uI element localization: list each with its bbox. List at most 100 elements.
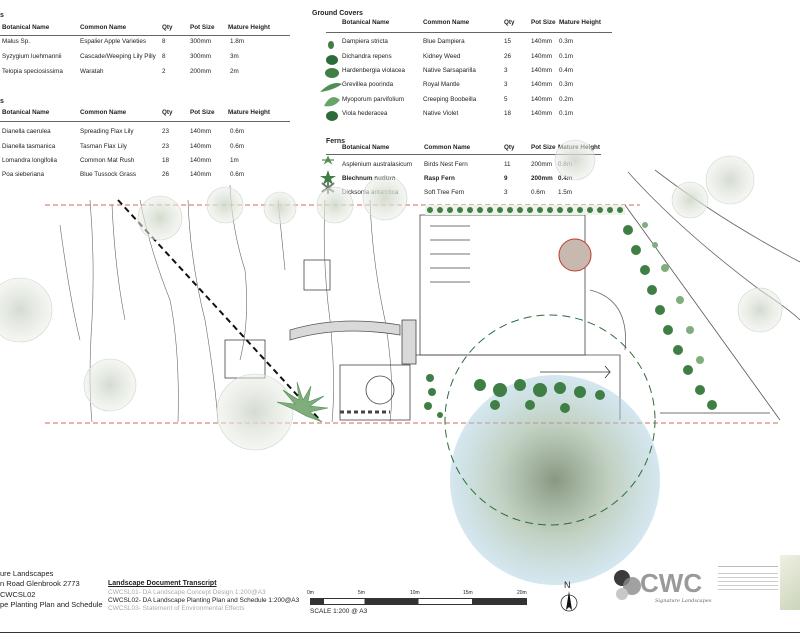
ground-covers-header-rule — [326, 32, 612, 33]
company-name: ure Landscapes — [0, 569, 54, 578]
pot-size: 140mm — [531, 110, 552, 117]
trees-header-rule — [0, 35, 290, 36]
deck — [224, 339, 266, 379]
scale-tick: 20m — [517, 590, 527, 596]
blechnum-icon — [320, 170, 336, 185]
pot-size: 140mm — [190, 157, 211, 164]
ferns-title: Ferns — [326, 138, 346, 145]
trees-header-row: Botanical Name Common Name Qty Pot Size … — [0, 24, 300, 39]
col-height: Mature Height — [228, 109, 270, 116]
common-name: Native Violet — [423, 110, 459, 117]
site-address: n Road Glenbrook 2773 — [0, 579, 80, 588]
cwc-logo-icon — [614, 570, 641, 600]
mature-height: 0.1m — [559, 110, 573, 117]
feature-tree-red — [558, 238, 592, 272]
grasses-schedule: s Botanical Name Common Name Qty Pot Siz… — [0, 96, 300, 186]
col-botanical: Botanical Name — [2, 24, 50, 31]
col-height: Mature Height — [559, 19, 601, 26]
pot-size: 140mm — [190, 128, 211, 135]
table-row: Poa sieberiana Blue Tussock Grass 26 140… — [0, 171, 300, 186]
ferns-header-rule — [326, 154, 601, 155]
myoporum-icon — [324, 97, 340, 107]
drawing-number: CWCSL02 — [0, 590, 36, 599]
mature-height: 0.4m — [559, 67, 573, 74]
common-name: Native Sarsaparilla — [423, 67, 476, 74]
col-qty: Qty — [504, 19, 515, 26]
qty: 26 — [504, 53, 512, 60]
ground-covers-header-row: Botanical Name Common Name Qty Pot Size … — [312, 19, 612, 34]
qty: 18 — [504, 110, 512, 117]
scale-tick: 0m — [307, 590, 314, 596]
feature-tree-canopy — [450, 375, 660, 585]
transcript-heading: Landscape Document Transcript — [108, 580, 217, 587]
common-name: Birds Nest Fern — [424, 161, 468, 168]
dichandra-icon — [326, 55, 338, 65]
pot-size: 200mm — [531, 161, 552, 168]
col-pot: Pot Size — [531, 19, 556, 26]
ground-covers-schedule: Ground Covers Botanical Name Common Name… — [312, 6, 612, 124]
common-name: Tasman Flax Lily — [80, 143, 127, 150]
hardenbergia-icon — [325, 68, 339, 78]
scale-tick: 15m — [463, 590, 473, 596]
pot-size: 140mm — [531, 96, 552, 103]
pot-size: 300mm — [190, 38, 211, 45]
trees-title: s — [0, 12, 4, 19]
pot-size: 300mm — [190, 53, 211, 60]
ground-cover-icons — [320, 41, 342, 121]
transcript-item: CWCSL03- Statement of Environmental Effe… — [108, 605, 245, 612]
house-footprint — [419, 214, 586, 356]
botanical-name: Asplenium australasicum — [342, 161, 412, 168]
qty: 11 — [504, 161, 511, 168]
mature-height: 1.8m — [230, 38, 244, 45]
asplenium-icon — [322, 155, 334, 165]
mature-height: 1.5m — [558, 189, 572, 196]
north-label: N — [564, 580, 571, 590]
qty: 5 — [504, 96, 508, 103]
revision-block — [718, 560, 778, 605]
botanical-name: Dichandra repens — [342, 53, 392, 60]
pot-size: 140mm — [531, 53, 552, 60]
col-botanical: Botanical Name — [342, 19, 390, 26]
botanical-name: Malus Sp. — [2, 38, 30, 45]
scale-label: SCALE 1:200 @ A3 — [310, 608, 368, 615]
botanical-name: Lomandra longifolia — [2, 157, 57, 164]
pot-size: 200mm — [531, 175, 553, 182]
qty: 26 — [162, 171, 170, 178]
col-qty: Qty — [162, 109, 173, 116]
trees-schedule: s Botanical Name Common Name Qty Pot Siz… — [0, 8, 300, 78]
qty: 18 — [162, 157, 170, 164]
common-name: Blue Tussock Grass — [80, 171, 136, 178]
qty: 9 — [504, 175, 508, 182]
scale-bar — [310, 598, 527, 605]
dampiera-icon — [328, 41, 334, 49]
common-name: Royal Mantle — [423, 81, 460, 88]
shed — [303, 259, 331, 291]
contour-lines — [59, 169, 800, 423]
mature-height: 0.6m — [230, 171, 244, 178]
logo-tagline: Signature Landscapes — [655, 598, 712, 604]
logo-wordmark: CWC — [640, 568, 703, 598]
ground-covers-title: Ground Covers — [312, 10, 363, 17]
table-row: Dianella tasmanica Tasman Flax Lily 23 1… — [0, 143, 300, 158]
col-qty: Qty — [162, 24, 173, 31]
qty: 3 — [504, 67, 508, 74]
existing-trees — [0, 139, 783, 451]
qty: 23 — [162, 128, 170, 135]
scale-tick: 10m — [410, 590, 420, 596]
qty: 8 — [162, 38, 166, 45]
botanical-name: Dianella caerulea — [2, 128, 51, 135]
common-name: Soft Tree Fern — [424, 189, 465, 196]
garden-bed — [339, 364, 411, 421]
arc-path — [589, 289, 626, 351]
grasses-header-rule — [0, 121, 290, 122]
col-common: Common Name — [80, 109, 127, 116]
botanical-name: Grevillea poorinda — [342, 81, 394, 88]
common-name: Creeping Boobeilla — [423, 96, 477, 103]
botanical-name: Viola hederacea — [342, 110, 388, 117]
mature-height: 0.6m — [230, 143, 244, 150]
paved-step — [401, 319, 417, 365]
qty: 8 — [162, 53, 166, 60]
